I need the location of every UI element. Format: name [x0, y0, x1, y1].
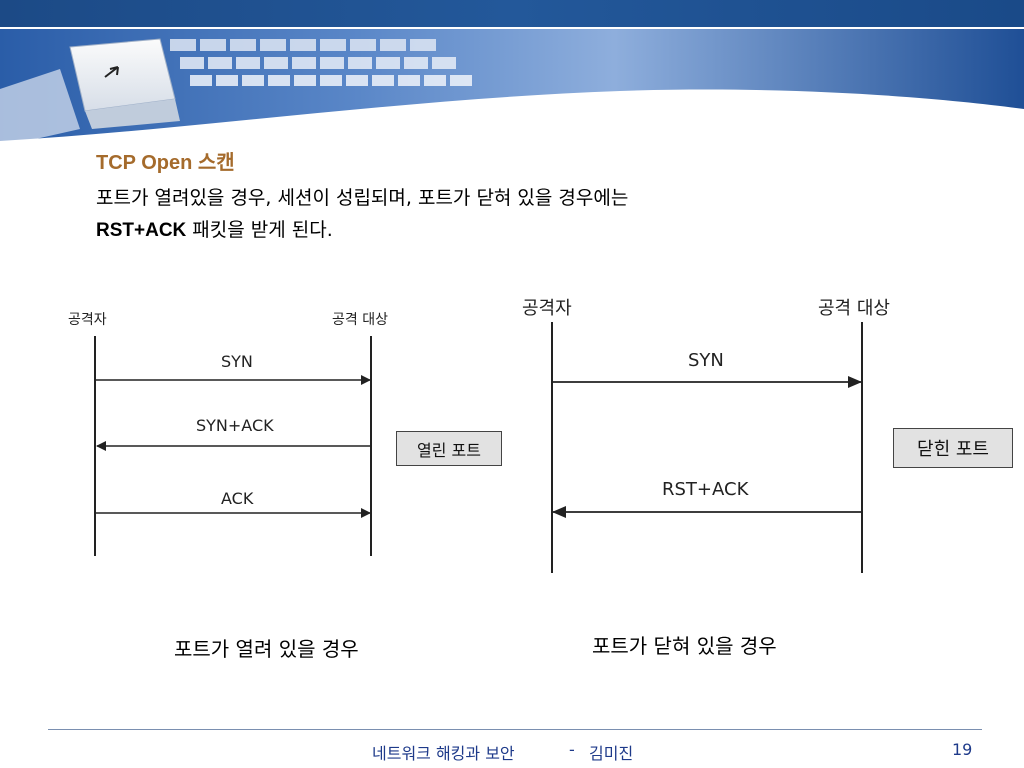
body-line-1: 포트가 열려있을 경우, 세션이 성립되며, 포트가 닫혀 있을 경우에는 — [96, 187, 629, 209]
footer-divider — [48, 729, 982, 730]
left-target-label: 공격 대상 — [332, 312, 388, 328]
footer-author: 김미진 — [589, 744, 634, 763]
page-number: 19 — [952, 740, 973, 759]
left-synack-label: SYN+ACK — [196, 416, 274, 435]
right-caption: 포트가 닫혀 있을 경우 — [592, 634, 777, 658]
slide-body: 포트가 열려있을 경우, 세션이 성립되며, 포트가 닫혀 있을 경우에는 RS… — [96, 182, 996, 247]
footer-course: 네트워크 해킹과 보안 — [372, 744, 515, 763]
footer-separator: - — [569, 740, 575, 759]
header-bar — [0, 0, 1024, 27]
left-attacker-label: 공격자 — [68, 312, 107, 328]
right-attacker-label: 공격자 — [522, 298, 572, 319]
rst-ack-term: RST+ACK — [96, 220, 187, 241]
slide-title: TCP Open 스캔 — [96, 152, 235, 174]
left-attacker-lifeline — [94, 336, 96, 556]
keyboard-banner-image — [0, 29, 1024, 147]
left-syn-label: SYN — [221, 352, 253, 371]
right-rstack-label: RST+ACK — [662, 479, 749, 500]
body-line-2: RST+ACK 패킷을 받게 된다. — [96, 214, 996, 247]
left-target-lifeline — [370, 336, 372, 556]
right-syn-label: SYN — [688, 350, 724, 371]
left-ack-label: ACK — [221, 489, 254, 508]
header-bar-edge — [0, 27, 1024, 29]
open-port-box: 열린 포트 — [396, 431, 502, 466]
right-target-label: 공격 대상 — [818, 298, 890, 319]
closed-port-box: 닫힌 포트 — [893, 428, 1013, 468]
body-line-2-rest: 패킷을 받게 된다. — [186, 219, 333, 241]
right-attacker-lifeline — [551, 322, 553, 573]
left-caption: 포트가 열려 있을 경우 — [174, 637, 359, 661]
right-target-lifeline — [861, 322, 863, 573]
